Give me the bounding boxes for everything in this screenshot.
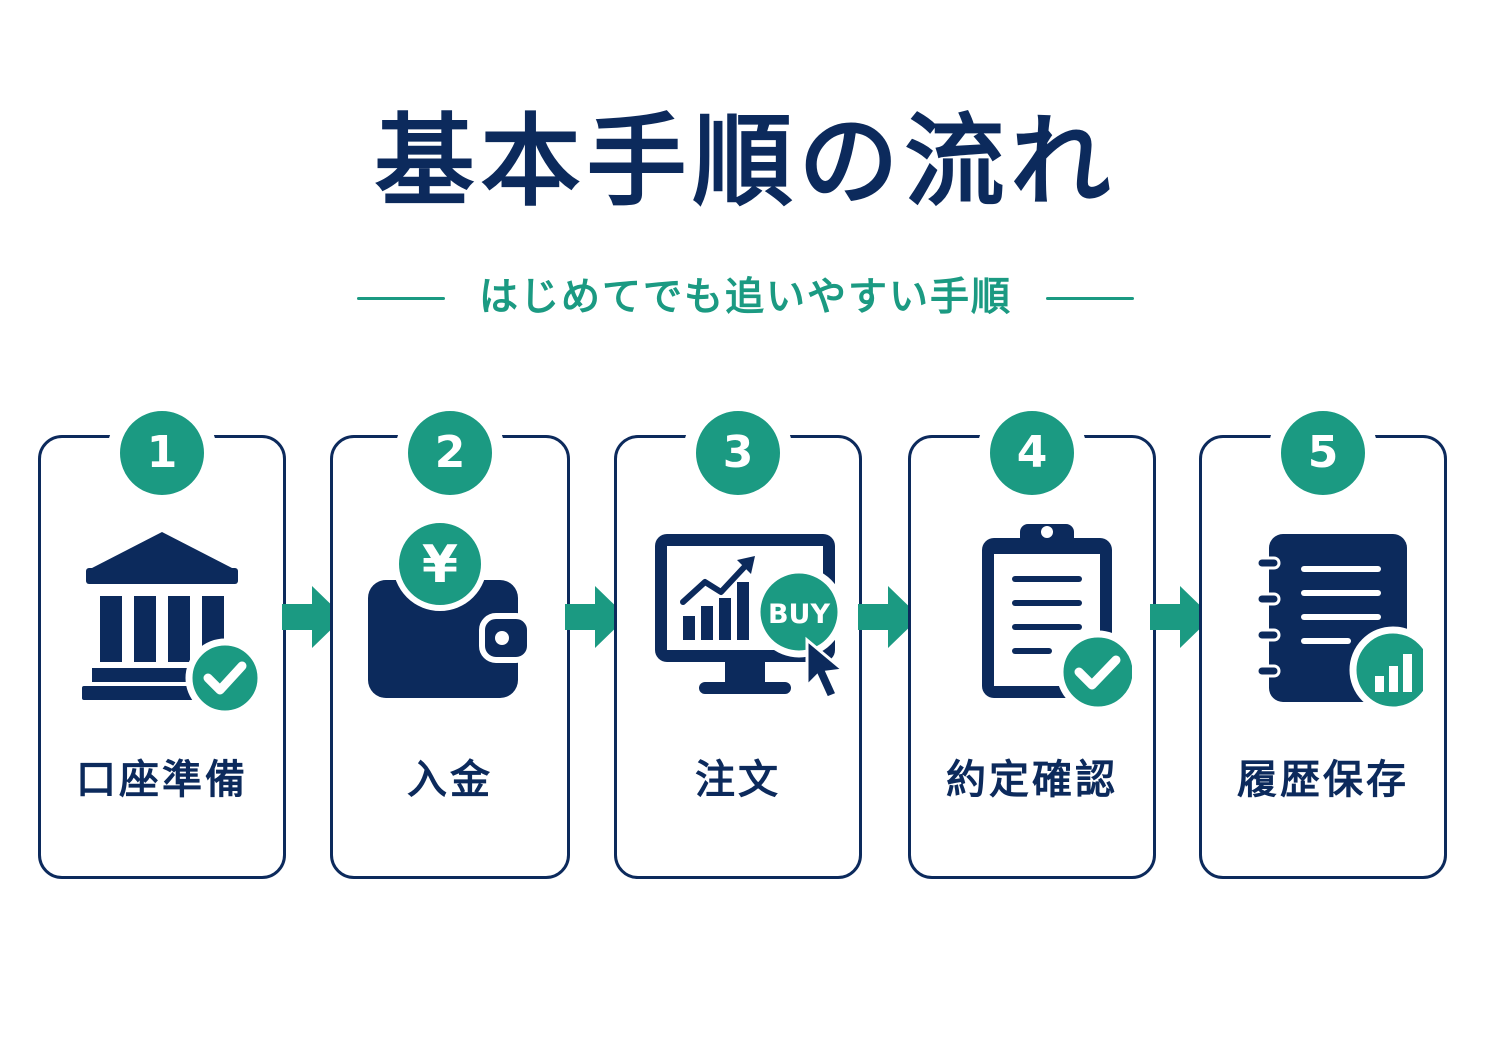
arrow-right-icon [565,586,627,648]
step-label-1: 口座準備 [76,757,248,803]
step-number-badge-1: 1 [107,398,217,508]
bank-check-icon [41,518,283,718]
step-number-badge-4: 4 [977,398,1087,508]
step-number-badge-2: 2 [395,398,505,508]
step-card-2: 2 ¥ 入金 [330,398,570,879]
step-label-4: 約定確認 [946,757,1118,803]
step-label-5: 履歴保存 [1237,757,1409,803]
step-number-badge-5: 5 [1268,398,1378,508]
step-card-3: 3 BUY 注文 [614,398,862,879]
subtitle-line-right [1046,296,1134,300]
step-card-5: 5 履歴保存 [1199,398,1447,879]
step-label-2: 入金 [407,757,493,803]
buy-button-text: BUY [768,599,831,630]
notebook-chart-icon [1202,518,1444,718]
page-subtitle: はじめてでも追いやすい手順 [478,275,1012,320]
step-card-1: 1 口座準備 [38,398,286,879]
subtitle-line-left [356,296,445,300]
arrow-right-icon [858,586,920,648]
yen-symbol: ¥ [422,535,458,595]
step-label-3: 注文 [695,757,781,803]
monitor-buy-icon: BUY [617,518,859,718]
step-card-4: 4 約定確認 [908,398,1156,879]
yen-wallet-icon: ¥ [333,518,567,718]
clipboard-check-icon [911,518,1153,718]
arrow-right-icon [1150,586,1212,648]
step-number-badge-3: 3 [683,398,793,508]
subtitle-row: はじめてでも追いやすい手順 [0,268,1491,328]
arrow-right-icon [282,586,344,648]
page-title: 基本手順の流れ [374,103,1117,220]
